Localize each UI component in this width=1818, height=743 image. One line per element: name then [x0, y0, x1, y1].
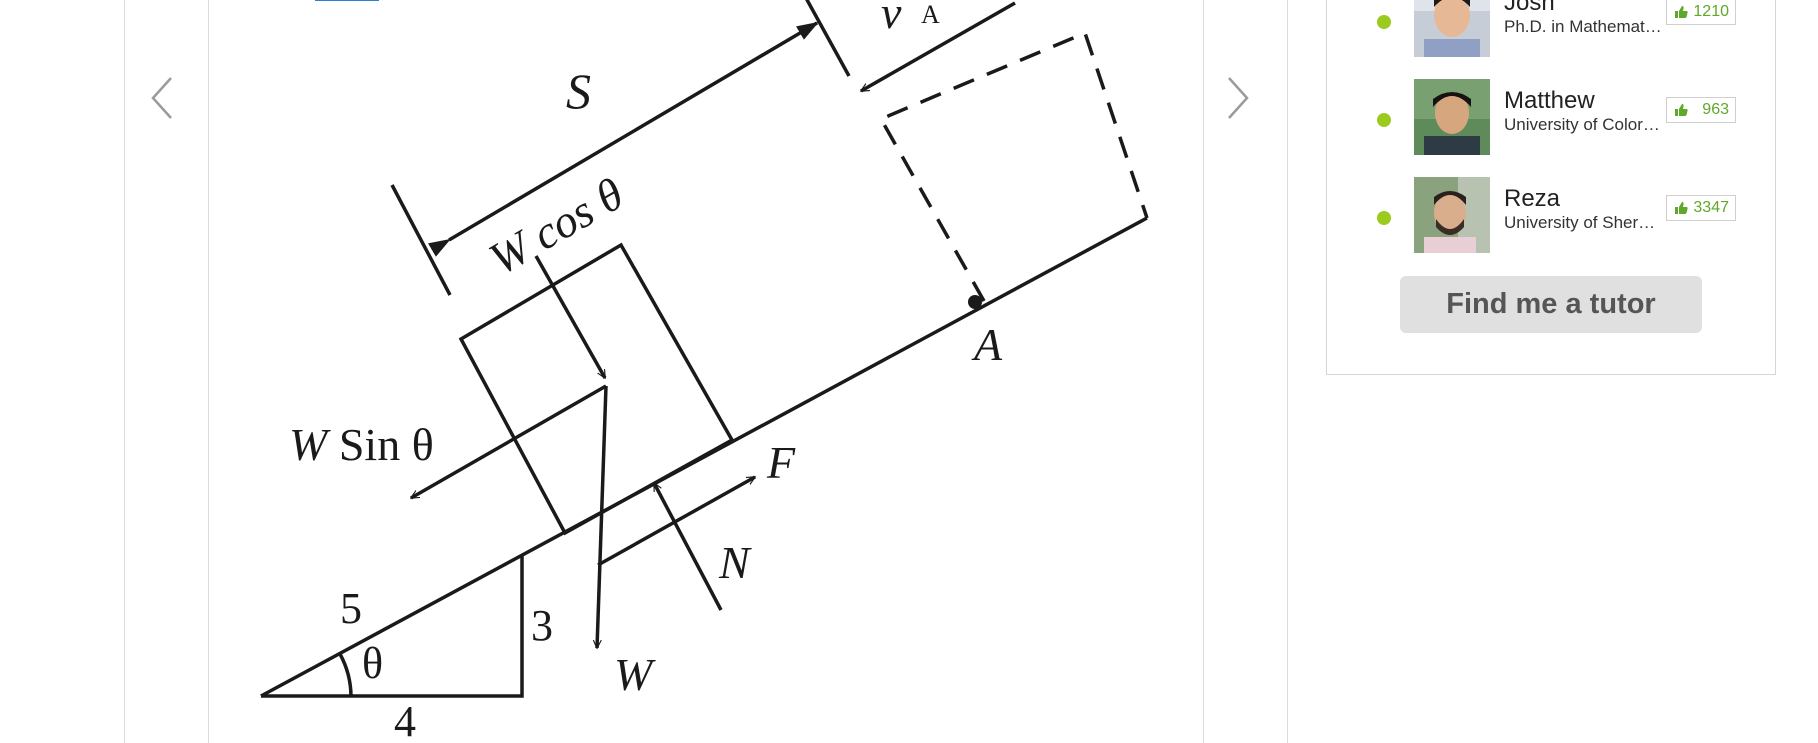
va-subscript: A	[921, 0, 940, 29]
point-a	[968, 295, 982, 309]
free-body-diagram: S v A W cos θ W Sin θ A F N W 5 3 4 θ	[260, 0, 1149, 743]
w-label: W	[614, 649, 656, 700]
w-cos-label: W cos θ	[481, 168, 632, 285]
next-image-button[interactable]	[1215, 68, 1255, 128]
chevron-right-icon	[1228, 77, 1249, 119]
online-status-dot	[1377, 15, 1391, 29]
dashed-block	[878, 30, 1149, 302]
velocity-arrow	[861, 1, 1016, 93]
avatar-matthew-image	[1414, 79, 1490, 155]
n-label: N	[718, 537, 752, 588]
avatar-josh-image	[1414, 0, 1490, 57]
like-count: 1210	[1693, 3, 1729, 20]
active-image-indicator	[315, 0, 379, 1]
slope-triangle	[261, 555, 524, 698]
image-viewer: S v A W cos θ W Sin θ A F N W 5 3 4 θ	[124, 0, 1288, 743]
like-count: 963	[1702, 101, 1729, 118]
find-tutor-button[interactable]: Find me a tutor	[1400, 276, 1702, 333]
online-status-dot	[1377, 113, 1391, 127]
avatar-matthew[interactable]	[1414, 79, 1490, 155]
five-label: 5	[340, 584, 362, 633]
s-label: S	[566, 63, 591, 119]
problem-image: S v A W cos θ W Sin θ A F N W 5 3 4 θ	[208, 0, 1204, 743]
avatar-reza[interactable]	[1414, 177, 1490, 253]
w-sin-label: W Sin θ	[289, 419, 434, 470]
like-badge: 963	[1666, 97, 1736, 123]
w-cos-arrow	[534, 255, 607, 378]
theta-arc	[338, 653, 353, 697]
thumbs-up-icon	[1675, 202, 1688, 214]
tutor-name[interactable]: Matthew	[1504, 87, 1595, 114]
previous-image-button[interactable]	[145, 68, 185, 128]
avatar-reza-image	[1414, 177, 1490, 253]
thumbs-up-icon	[1675, 104, 1688, 116]
thumbs-up-icon	[1675, 6, 1688, 18]
block	[458, 242, 735, 536]
like-count: 3347	[1693, 199, 1729, 216]
online-status-dot	[1377, 211, 1391, 225]
dimension-tick-left	[390, 184, 452, 296]
three-label: 3	[531, 601, 553, 650]
tutor-school: University of Colorado	[1504, 115, 1662, 134]
tutor-row-matthew[interactable]: Matthew University of Colorado 963	[1327, 79, 1777, 155]
dimension-tick-right	[805, 0, 851, 77]
avatar-josh[interactable]	[1414, 0, 1490, 57]
tutor-school: University of Sherbrooke	[1504, 213, 1662, 232]
like-badge: 3347	[1666, 195, 1736, 221]
tutor-name[interactable]: Reza	[1504, 185, 1561, 212]
s-dimension-arrow	[428, 21, 819, 257]
tutor-row-reza[interactable]: Reza University of Sherbrooke 3347	[1327, 177, 1777, 253]
weight-arrow	[597, 385, 608, 648]
chevron-left-icon	[151, 77, 172, 119]
a-label: A	[971, 319, 1003, 370]
normal-arrow	[652, 483, 723, 611]
tutor-row-josh[interactable]: Josh Ph.D. in Mathematics 1210	[1327, 0, 1777, 57]
tutor-school: Ph.D. in Mathematics	[1504, 17, 1662, 36]
four-label: 4	[394, 697, 416, 743]
f-label: F	[766, 437, 796, 488]
va-label: v	[881, 0, 902, 38]
tutor-name[interactable]: Josh	[1504, 0, 1555, 16]
friction-arrow	[597, 475, 755, 567]
tutor-panel: Josh Ph.D. in Mathematics 1210	[1326, 0, 1776, 375]
w-sin-arrow	[411, 384, 607, 500]
theta-label: θ	[362, 639, 383, 688]
like-badge: 1210	[1666, 0, 1736, 25]
